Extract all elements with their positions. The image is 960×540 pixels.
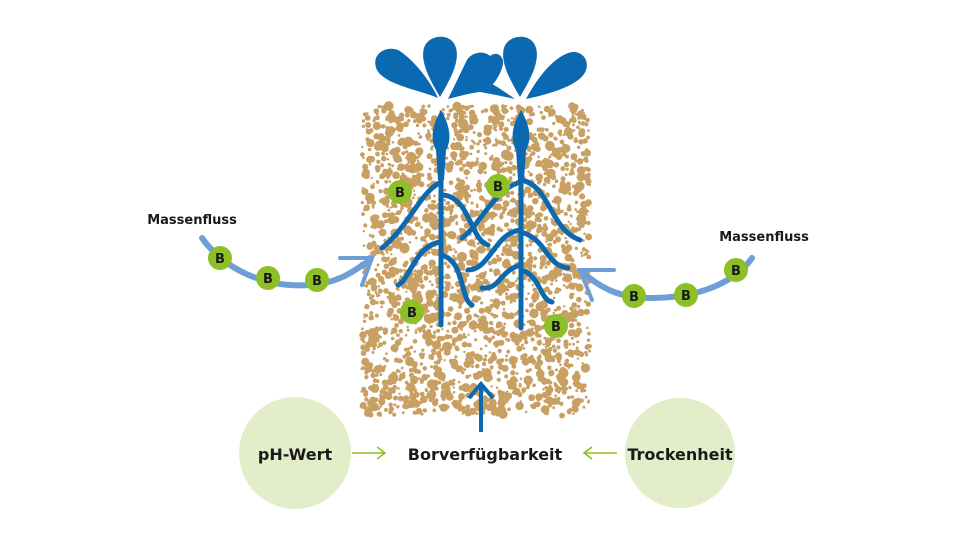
boron-marker: B [622,284,646,308]
boron-label: B [551,320,561,335]
boron-label: B [493,180,503,195]
plant-left [375,36,587,99]
leaf-icon [423,36,457,97]
drought-arrow [582,446,617,460]
boron-marker: B [674,283,698,307]
soil-block [359,101,593,419]
boron-label: B [312,274,322,289]
boron-marker: B [208,246,232,270]
boron-label: B [629,290,639,305]
drought-label: Trockenheit [627,445,733,464]
leaf-icon [480,80,515,99]
boron-label: B [731,264,741,279]
boron-marker: B [256,266,280,290]
mass-flow-left-label: Massenfluss [147,213,237,228]
availability-label: Borverfügbarkeit [408,445,563,464]
leaf-icon [503,36,537,97]
boron-marker: B [388,180,412,204]
boron-marker: B [486,174,510,198]
boron-marker: B [400,300,424,324]
boron-label: B [407,306,417,321]
drought-circle [625,398,735,508]
boron-marker: B [305,268,329,292]
ph-arrow [352,446,387,460]
leaf-icon [526,51,587,99]
availability-arrow [467,380,495,432]
boron-marker: B [724,258,748,282]
boron-marker: B [544,314,568,338]
boron-label: B [263,272,273,287]
roots [379,147,583,331]
boron-label: B [395,186,405,201]
boron-markers: B B B B B B B B B B [208,174,748,338]
leaf-icon [375,48,438,98]
ph-label: pH-Wert [258,445,333,464]
boron-label: B [215,252,225,267]
root-crowns [432,110,530,180]
boron-label: B [681,289,691,304]
mass-flow-right-label: Massenfluss [719,230,809,245]
ph-circle [239,397,351,509]
